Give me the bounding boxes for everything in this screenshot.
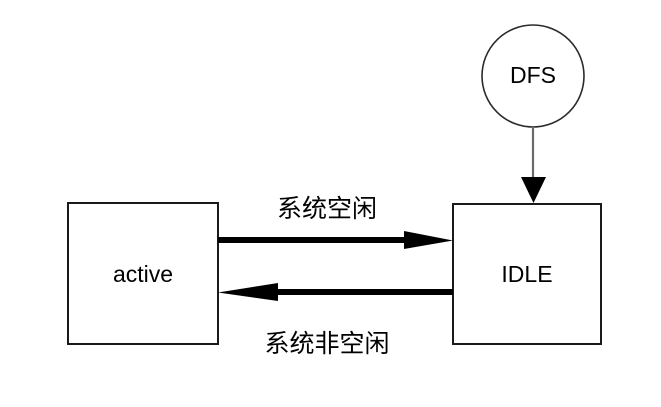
edge-dfs-to-idle[interactable] — [521, 127, 546, 203]
edge-label-idle-to-active: 系统非空闲 — [264, 329, 389, 358]
node-active-label: active — [113, 261, 173, 287]
idle-box-shape — [452, 203, 602, 345]
dfs-to-idle-arrowhead-icon — [521, 177, 546, 203]
edge-active-to-idle[interactable] — [218, 231, 453, 249]
node-dfs-label: DFS — [510, 62, 556, 88]
node-dfs[interactable]: DFS — [481, 24, 585, 128]
edge-idle-to-active[interactable] — [218, 283, 453, 301]
idle-to-active-arrowhead-icon — [218, 283, 278, 301]
node-idle[interactable]: IDLE — [452, 203, 602, 345]
edge-label-active-to-idle: 系统空闲 — [277, 194, 377, 223]
node-active[interactable]: active — [67, 202, 219, 345]
active-to-idle-arrowhead-icon — [404, 231, 453, 249]
node-idle-label: IDLE — [501, 261, 552, 287]
active-box-shape — [67, 202, 219, 345]
